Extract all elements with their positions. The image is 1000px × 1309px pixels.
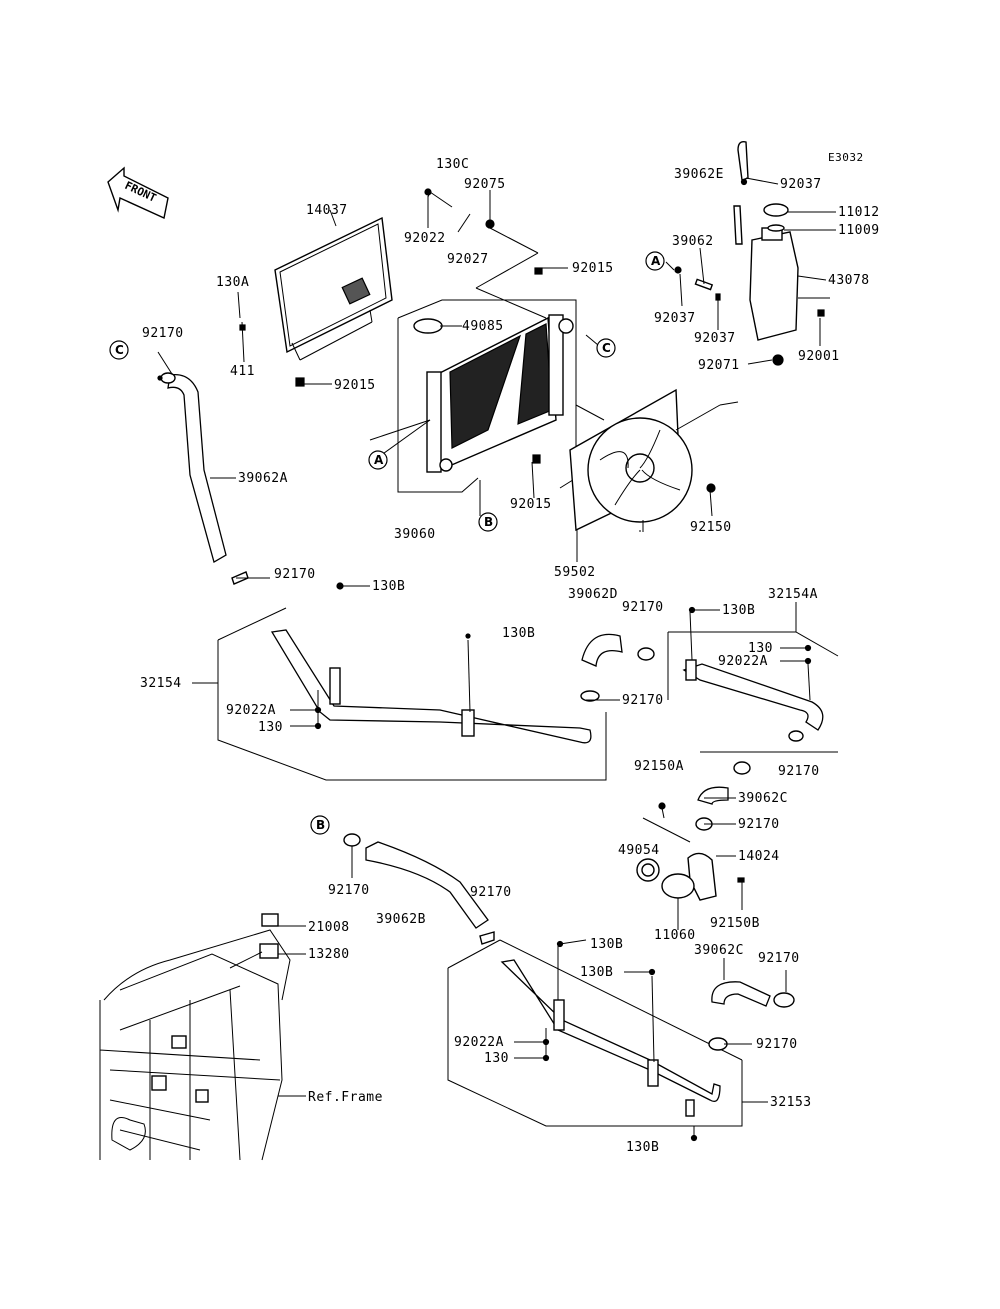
part-label: 92170 [622,600,664,615]
part-label: 14037 [306,203,348,218]
ref-c-label: C [602,341,611,355]
part-label: 92022 [404,231,446,246]
ref-b-circle-icon [310,815,330,835]
part-label: 92170 [758,951,800,966]
hose-39062b [343,833,495,945]
part-label: 92170 [142,326,184,341]
pipe-32154a [667,631,839,775]
part-label: 49085 [462,319,504,334]
part-label: 130C [436,157,469,172]
part-label: 92037 [780,177,822,192]
reservoir-tank [674,140,825,366]
part-label: 39062C [738,791,788,806]
fasteners [157,178,812,1142]
part-label: 92170 [470,885,512,900]
part-label: 130B [626,1140,659,1155]
part-labels: 130C 92075 14037 92022 92027 92015 130A … [140,157,880,1155]
part-label: 43078 [828,273,870,288]
part-label: 39062E [674,167,724,182]
part-label: 92071 [698,358,740,373]
part-label: 32153 [770,1095,812,1110]
part-label: 92022A [718,654,768,669]
part-label: 92027 [447,252,489,267]
part-label: 92001 [798,349,840,364]
part-label: 92150A [634,759,684,774]
part-label: 92022A [454,1035,504,1050]
ref-a-label: A [374,453,384,467]
part-label: 130A [216,275,249,290]
part-label: 14024 [738,849,780,864]
part-label: 49054 [618,843,660,858]
part-label: 92150B [710,916,760,931]
bolt-icon [295,377,305,387]
part-label: 92170 [274,567,316,582]
part-label: 130 [484,1051,509,1066]
ref-b-label: B [316,818,325,832]
ref-a-label: A [651,254,661,268]
cooling-fan [569,388,739,560]
part-label: 39062C [694,943,744,958]
part-label: 130B [590,937,623,952]
part-label: 11060 [654,928,696,943]
radiator-screen [239,216,393,387]
pipe-32153 [447,939,743,1127]
part-label: 39062 [672,234,714,249]
part-label: 59502 [554,565,596,580]
frame [99,913,291,1161]
part-label: 32154 [140,676,182,691]
part-label: 92037 [654,311,696,326]
ref-circles: C C A A B B [109,251,665,835]
part-label: 130 [748,641,773,656]
part-label: Ref.Frame [308,1090,383,1105]
front-arrow: FRONT [107,166,169,220]
part-label: 92015 [334,378,376,393]
ref-c-circle-icon [596,338,616,358]
ref-b-label: B [484,515,493,529]
ref-c-label: C [115,343,124,357]
part-label: 130B [722,603,755,618]
radiator [397,267,577,499]
part-label: 92150 [690,520,732,535]
part-label: 39062D [568,587,618,602]
part-label: 13280 [308,947,350,962]
part-label: 92170 [756,1037,798,1052]
part-label: 92170 [622,693,664,708]
part-label: 32154A [768,587,818,602]
ref-a-circle-icon [645,251,665,271]
part-label: 11009 [838,223,880,238]
part-label: 130 [258,720,283,735]
part-label: 92170 [738,817,780,832]
part-label: 92015 [510,497,552,512]
part-label: 39060 [394,527,436,542]
part-label: 92170 [778,764,820,779]
ref-c-circle-icon [109,340,129,360]
part-label: 39062A [238,471,288,486]
part-label: 92015 [572,261,614,276]
ref-a-circle-icon [368,450,388,470]
ref-b-circle-icon [478,512,498,532]
part-label: 92075 [464,177,506,192]
pipe-32154 [217,607,607,781]
part-label: 130B [372,579,405,594]
leader-lines [157,177,836,1138]
thermostat-housing [636,786,745,930]
part-label: 92037 [694,331,736,346]
part-label: 21008 [308,920,350,935]
part-label: 411 [230,364,255,379]
part-label: 92170 [328,883,370,898]
hose-39062c [708,981,795,1051]
diagram-code: E3032 [828,151,864,164]
hose-39062d [580,633,655,702]
part-label: 130B [580,965,613,980]
part-label: 92022A [226,703,276,718]
part-label: 130B [502,626,535,641]
part-label: 11012 [838,205,880,220]
part-label: 39062B [376,912,426,927]
